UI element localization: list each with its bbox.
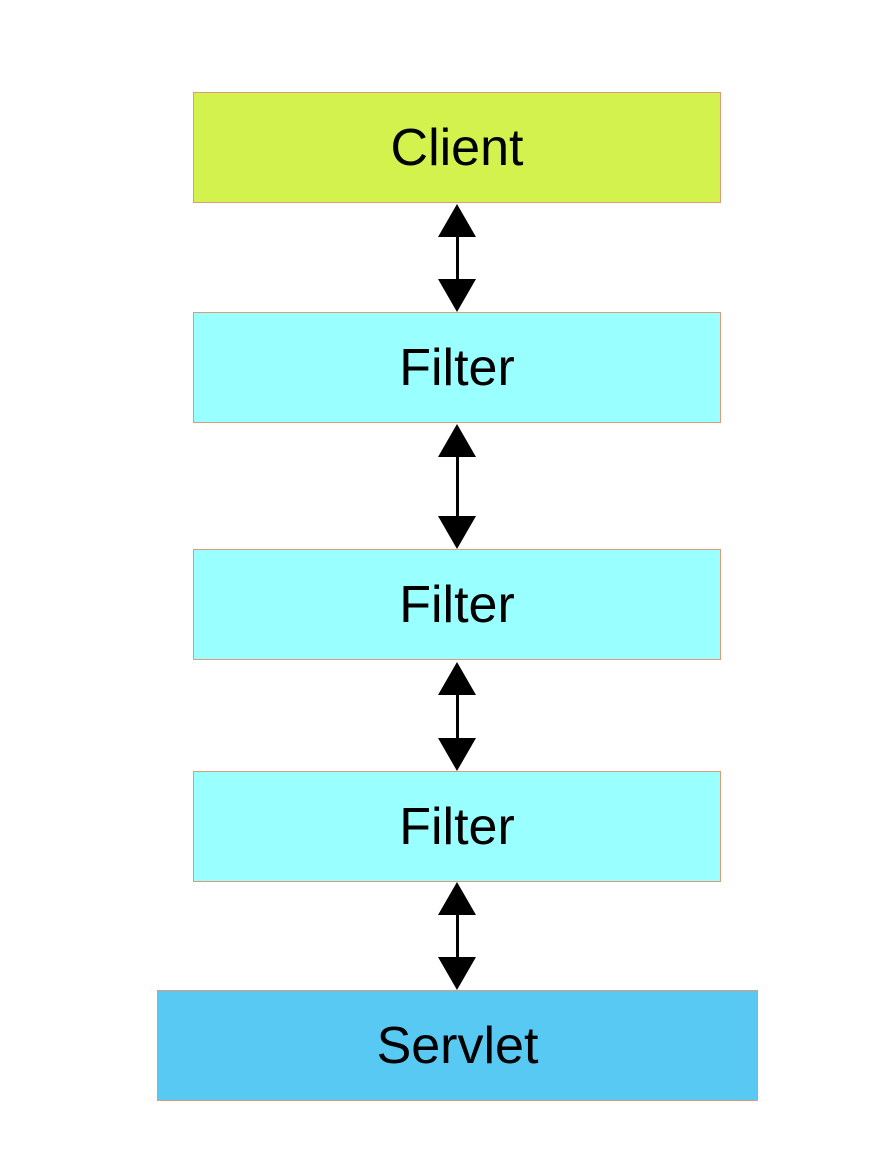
node-filter-2: Filter: [193, 549, 721, 660]
node-filter-3-label: Filter: [399, 797, 515, 856]
arrowhead-up-icon: [438, 882, 476, 915]
double-arrow: [438, 204, 476, 312]
arrowhead-up-icon: [438, 424, 476, 457]
node-servlet-label: Servlet: [376, 1016, 539, 1075]
arrowhead-up-icon: [438, 662, 476, 695]
arrow-shaft: [455, 910, 459, 962]
arrowhead-up-icon: [438, 204, 476, 237]
node-client: Client: [193, 92, 721, 203]
arrowhead-down-icon: [438, 957, 476, 990]
arrowhead-down-icon: [438, 516, 476, 549]
node-servlet: Servlet: [157, 990, 758, 1101]
double-arrow: [438, 882, 476, 990]
arrowhead-down-icon: [438, 279, 476, 312]
node-filter-3: Filter: [193, 771, 721, 882]
double-arrow: [438, 662, 476, 771]
arrow-shaft: [455, 232, 459, 284]
node-filter-1: Filter: [193, 312, 721, 423]
arrow-shaft: [455, 452, 459, 521]
node-filter-2-label: Filter: [399, 575, 515, 634]
arrowhead-down-icon: [438, 738, 476, 771]
double-arrow: [438, 424, 476, 549]
node-filter-1-label: Filter: [399, 338, 515, 397]
arrow-shaft: [455, 690, 459, 743]
node-client-label: Client: [390, 118, 524, 177]
